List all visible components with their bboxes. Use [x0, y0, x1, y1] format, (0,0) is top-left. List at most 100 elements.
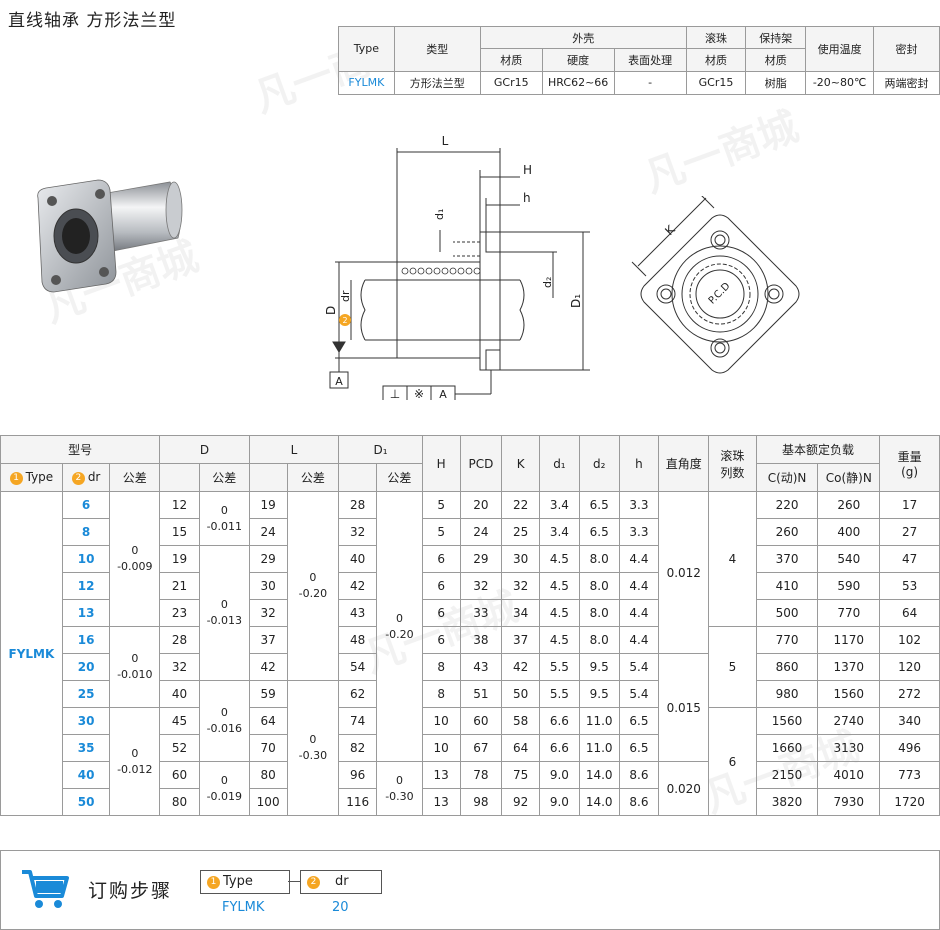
cell-C: 2150: [755, 761, 819, 789]
cell-D: 80: [159, 788, 200, 816]
order-connector: [288, 881, 300, 882]
header-PCD: PCD: [459, 435, 503, 492]
cell-K: 64: [501, 734, 541, 762]
cell-PCD: 33: [459, 599, 503, 627]
header-D1-tol: 公差: [376, 463, 423, 492]
header-C: C(动)N: [755, 463, 819, 492]
cell-perpendicularity: 0.020: [658, 761, 710, 816]
cell-dr: 8: [61, 518, 111, 546]
cell-D: 52: [159, 734, 200, 762]
cell-L: 19: [248, 491, 288, 519]
cell-D1: 40: [338, 545, 378, 573]
cart-icon: [22, 870, 69, 908]
header-D1: D₁: [338, 435, 423, 464]
cell-h: 4.4: [618, 545, 660, 573]
cell-D1: 43: [338, 599, 378, 627]
cell-H: 13: [421, 788, 461, 816]
cell-L: 42: [248, 653, 288, 681]
header-D-blank: [159, 463, 200, 492]
spec-header-shell: 外壳: [479, 25, 687, 50]
cell-H: 5: [421, 518, 461, 546]
cell-D1-tolerance: 0 -0.30: [376, 761, 423, 816]
header-K: K: [501, 435, 541, 492]
cell-type: FYLMK: [0, 491, 63, 816]
dim-d2: d₂: [541, 277, 554, 288]
header-d1: d₁: [539, 435, 580, 492]
header-weight-unit: (g): [901, 465, 919, 479]
dimensions-table: 型号 D L D₁ H PCD K d₁ d₂ h 直角度 滚珠 列数 基本额定…: [0, 435, 940, 816]
cell-Co: 1560: [817, 680, 881, 708]
cell-K: 92: [501, 788, 541, 816]
cell-h: 3.3: [618, 518, 660, 546]
cell-K: 22: [501, 491, 541, 519]
cell-dr: 40: [61, 761, 111, 789]
spec-header-surface: 表面处理: [613, 48, 687, 72]
cell-K: 37: [501, 626, 541, 654]
cell-C: 3820: [755, 788, 819, 816]
cell-weight: 102: [879, 626, 940, 654]
cell-d1: 5.5: [539, 680, 580, 708]
cell-d1: 4.5: [539, 572, 580, 600]
header-D-tol: 公差: [198, 463, 250, 492]
cell-D1: 48: [338, 626, 378, 654]
badge-2-icon: [339, 314, 351, 326]
cell-weight: 1720: [879, 788, 940, 816]
header-L: L: [248, 435, 340, 464]
cell-K: 34: [501, 599, 541, 627]
spec-temperature: -20~80℃: [805, 70, 875, 96]
cell-PCD: 98: [459, 788, 503, 816]
spec-shell-material: GCr15: [479, 70, 543, 96]
cell-dr: 12: [61, 572, 111, 600]
cell-D: 32: [159, 653, 200, 681]
cell-L: 32: [248, 599, 288, 627]
cell-d2: 14.0: [578, 788, 620, 816]
cell-d1: 4.5: [539, 545, 580, 573]
cell-H: 10: [421, 734, 461, 762]
cell-C: 370: [755, 545, 819, 573]
cell-D1: 28: [338, 491, 378, 519]
cell-weight: 27: [879, 518, 940, 546]
tolerance-symbol: ※: [414, 387, 424, 400]
spec-header-retainer: 保持架: [745, 25, 807, 50]
cell-D-tolerance: 0 -0.011: [198, 491, 250, 546]
header-h: h: [618, 435, 660, 492]
side-view-drawing: L H h d₁ d₂ D₁ D dr 2 A ⊥ ※ A: [324, 134, 590, 400]
cell-H: 6: [421, 599, 461, 627]
spec-ball-material: GCr15: [685, 70, 747, 96]
header-dr-label: dr: [87, 470, 101, 484]
order-dr-value: 20: [332, 900, 349, 915]
cell-D: 12: [159, 491, 200, 519]
cell-K: 58: [501, 707, 541, 735]
cell-h: 4.4: [618, 599, 660, 627]
order-dr-label: dr: [335, 874, 349, 889]
cell-perpendicularity: 0.015: [658, 653, 710, 762]
cell-H: 13: [421, 761, 461, 789]
spec-header-retainer-material: 材质: [745, 48, 807, 72]
cell-d1: 3.4: [539, 518, 580, 546]
cell-dr-tolerance: 0 -0.009: [109, 491, 161, 627]
cell-dr-tolerance: 0 -0.010: [109, 626, 161, 708]
cell-weight: 120: [879, 653, 940, 681]
cell-H: 6: [421, 545, 461, 573]
cell-C: 1660: [755, 734, 819, 762]
cell-Co: 590: [817, 572, 881, 600]
cell-h: 3.3: [618, 491, 660, 519]
cell-d1: 6.6: [539, 734, 580, 762]
page-title: 直线轴承 方形法兰型: [8, 11, 177, 31]
cell-D: 19: [159, 545, 200, 573]
cell-weight: 64: [879, 599, 940, 627]
cell-PCD: 51: [459, 680, 503, 708]
cell-dr: 35: [61, 734, 111, 762]
cell-K: 32: [501, 572, 541, 600]
spec-header-ball-material: 材质: [685, 48, 747, 72]
material-spec-table: Type 类型 外壳 滚珠 保持架 使用温度 密封 材质 硬度 表面处理 材质 …: [338, 25, 940, 96]
